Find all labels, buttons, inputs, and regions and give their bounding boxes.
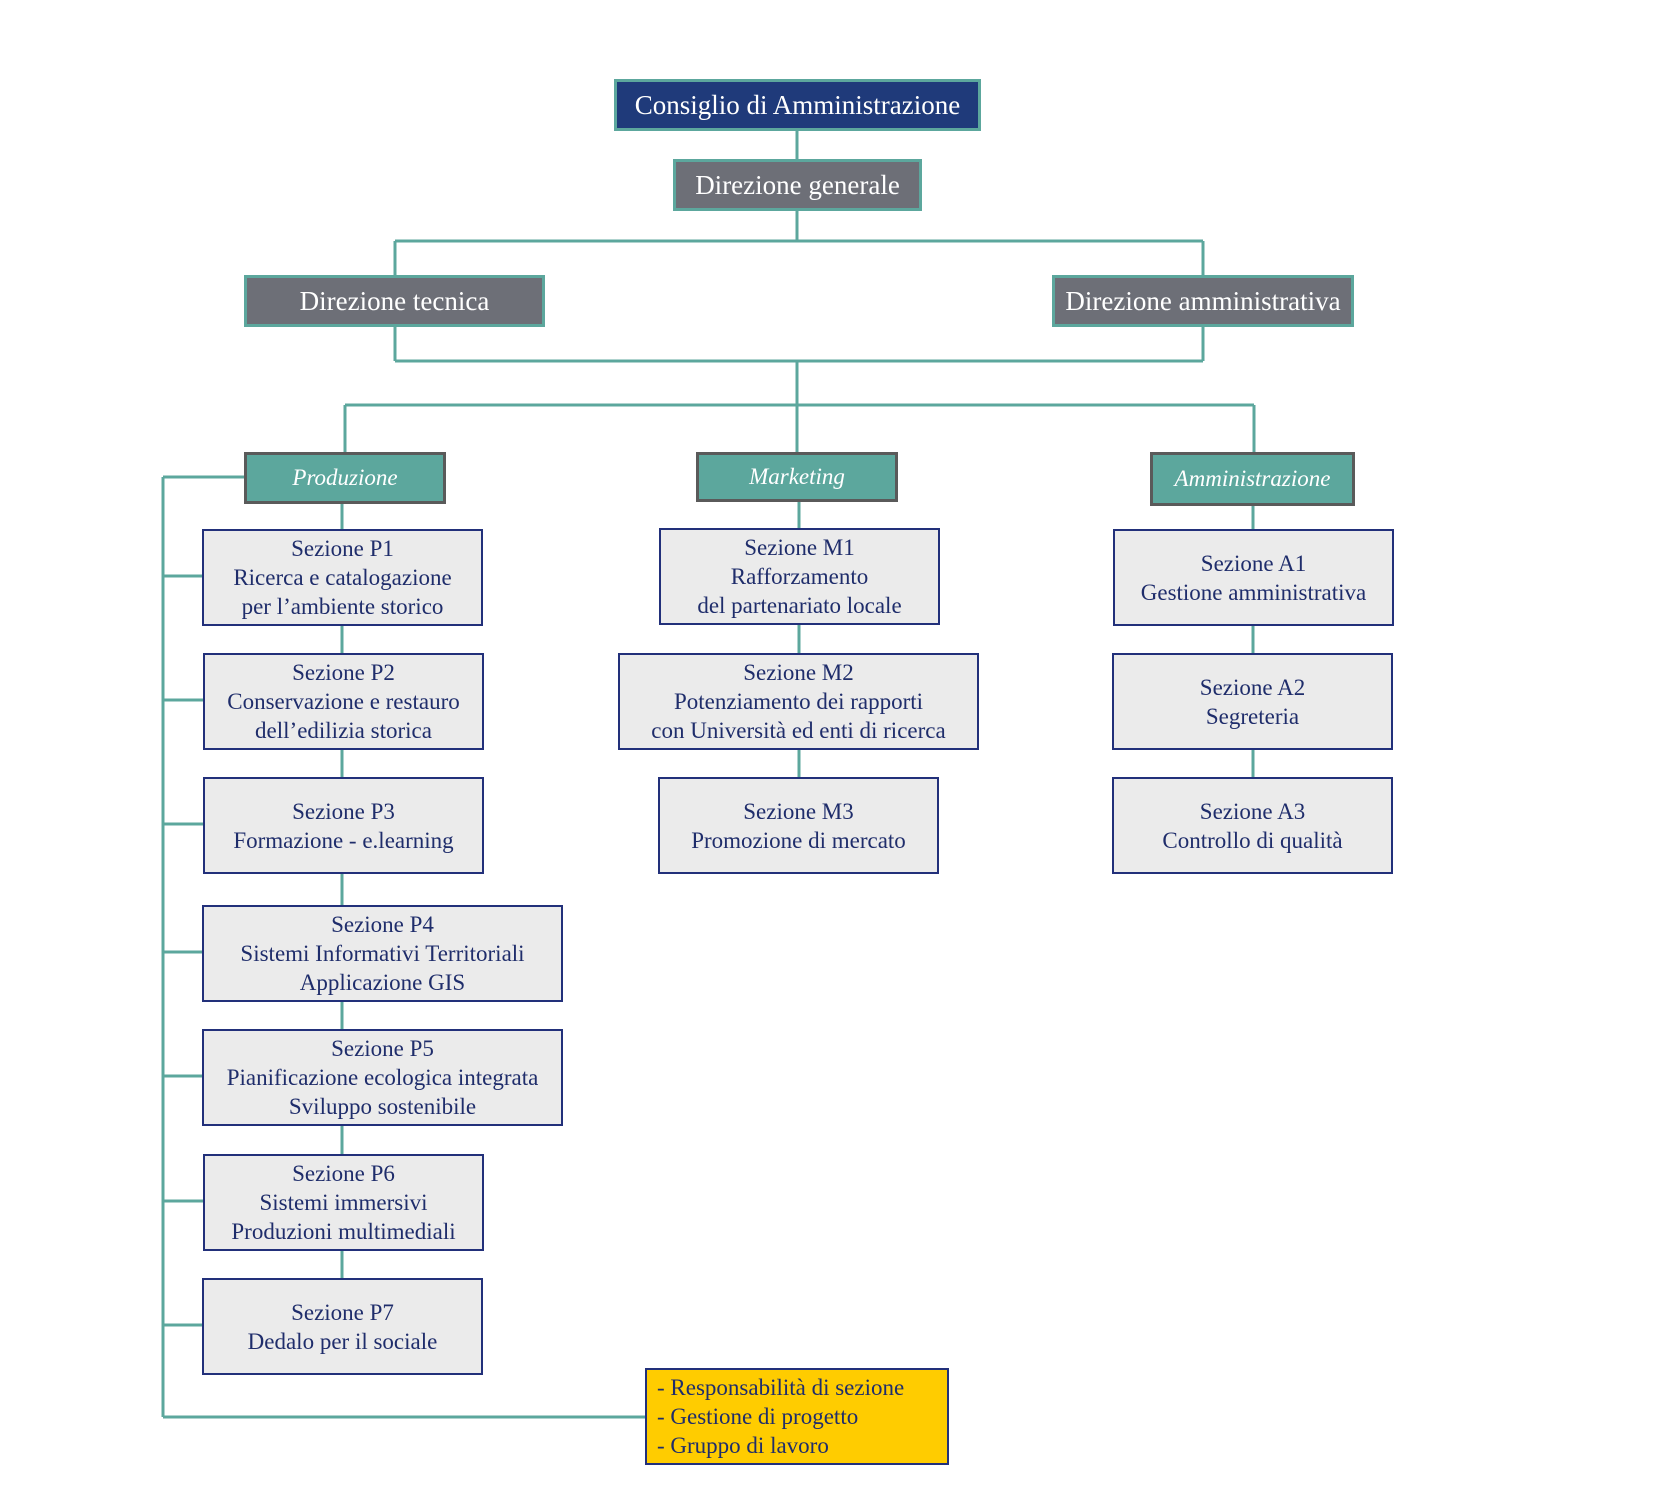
section-p6-line2: Produzioni multimediali	[231, 1219, 456, 1244]
section-p2-title: Sezione P2	[292, 660, 395, 685]
technical-direction-box: Direzione tecnica	[244, 275, 545, 327]
section-p4-line2: Applicazione GIS	[299, 970, 466, 995]
general-direction-label: Direzione generale	[695, 169, 900, 200]
section-p7-title: Sezione P7	[291, 1299, 394, 1325]
section-m2-title: Sezione M2	[743, 660, 854, 685]
section-m1: Sezione M1 Rafforzamento del partenariat…	[659, 528, 940, 625]
section-a2: Sezione A2 Segreteria	[1112, 653, 1393, 750]
section-p3: Sezione P3 Formazione - e.learning	[203, 777, 484, 874]
section-a2-line1: Segreteria	[1205, 703, 1300, 729]
section-m1-title: Sezione M1	[744, 535, 855, 560]
section-p5-line2: Sviluppo sostenibile	[288, 1094, 477, 1119]
section-p1: Sezione P1 Ricerca e catalogazione per l…	[202, 529, 483, 626]
section-p1-line1: Ricerca e catalogazione	[233, 565, 452, 590]
section-p5-line1: Pianificazione ecologica integrata	[226, 1065, 539, 1090]
section-a3-line1: Controllo di qualità	[1162, 827, 1343, 853]
section-m1-line1: Rafforzamento	[730, 564, 869, 589]
section-a2-title: Sezione A2	[1199, 674, 1306, 700]
board-label: Consiglio di Amministrazione	[634, 89, 961, 120]
section-a1-title: Sezione A1	[1200, 550, 1307, 576]
section-p5-title: Sezione P5	[331, 1036, 434, 1061]
section-m3: Sezione M3 Promozione di mercato	[658, 777, 939, 874]
area-marketing: Marketing	[696, 452, 898, 502]
responsibility-note-line1: - Responsabilità di sezione	[657, 1375, 905, 1400]
board-box: Consiglio di Amministrazione	[614, 79, 981, 131]
section-p1-title: Sezione P1	[291, 536, 394, 561]
section-p4-line1: Sistemi Informativi Territoriali	[240, 941, 525, 966]
section-p7-line1: Dedalo per il sociale	[247, 1328, 438, 1354]
section-p4: Sezione P4 Sistemi Informativi Territori…	[202, 905, 563, 1002]
section-m3-line1: Promozione di mercato	[691, 827, 906, 853]
section-p5: Sezione P5 Pianificazione ecologica inte…	[202, 1029, 563, 1126]
section-a3: Sezione A3 Controllo di qualità	[1112, 777, 1393, 874]
section-p2-line2: dell’edilizia storica	[255, 718, 432, 743]
section-p4-title: Sezione P4	[331, 912, 434, 937]
section-p7: Sezione P7 Dedalo per il sociale	[202, 1278, 483, 1375]
area-produzione-label: Produzione	[292, 465, 398, 490]
administrative-direction-label: Direzione amministrativa	[1065, 285, 1341, 316]
section-m3-title: Sezione M3	[743, 798, 854, 824]
section-m2-line1: Potenziamento dei rapporti	[673, 689, 924, 714]
responsibility-note-line3: - Gruppo di lavoro	[657, 1433, 829, 1458]
general-direction-box: Direzione generale	[673, 159, 922, 211]
area-amministrazione-label: Amministrazione	[1174, 466, 1331, 491]
section-p6-title: Sezione P6	[292, 1161, 395, 1186]
section-p2: Sezione P2 Conservazione e restauro dell…	[203, 653, 484, 750]
section-p3-title: Sezione P3	[292, 798, 395, 824]
area-amministrazione: Amministrazione	[1150, 452, 1355, 506]
responsibility-note: - Responsabilità di sezione - Gestione d…	[645, 1368, 949, 1465]
section-a3-title: Sezione A3	[1199, 798, 1306, 824]
section-m2: Sezione M2 Potenziamento dei rapporti co…	[618, 653, 979, 750]
administrative-direction-box: Direzione amministrativa	[1052, 275, 1354, 327]
section-p6-line1: Sistemi immersivi	[259, 1190, 428, 1215]
section-a1-line1: Gestione amministrativa	[1140, 579, 1367, 605]
technical-direction-label: Direzione tecnica	[299, 285, 490, 316]
section-p1-line2: per l’ambiente storico	[241, 594, 444, 619]
section-a1: Sezione A1 Gestione amministrativa	[1113, 529, 1394, 626]
section-p2-line1: Conservazione e restauro	[227, 689, 460, 714]
area-produzione: Produzione	[244, 452, 446, 504]
section-m2-line2: con Università ed enti di ricerca	[651, 718, 946, 743]
section-m1-line2: del partenariato locale	[697, 593, 902, 618]
section-p6: Sezione P6 Sistemi immersivi Produzioni …	[203, 1154, 484, 1251]
area-marketing-label: Marketing	[749, 464, 845, 489]
responsibility-note-line2: - Gestione di progetto	[657, 1404, 859, 1429]
section-p3-line1: Formazione - e.learning	[233, 827, 454, 853]
